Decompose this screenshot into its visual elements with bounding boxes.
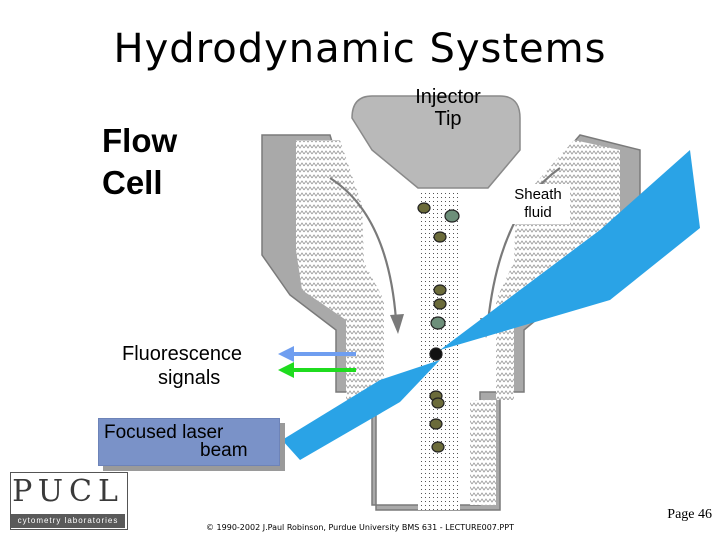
sheath-label-line2: fluid: [524, 204, 552, 221]
laser-beam-lower: [282, 360, 440, 460]
injector-label-line1: Injector: [415, 86, 481, 108]
injector-tip: [351, 95, 521, 189]
flow-cell-label-line1: Flow: [102, 122, 178, 159]
sheath-flow-arrow-right: [486, 167, 561, 323]
sheath-label-line1: Sheath: [514, 186, 562, 203]
pucl-logo-subtitle: cytometry laboratories: [11, 514, 125, 528]
laser-beam-upper: [440, 150, 700, 350]
laser-label-line2: beam: [200, 440, 248, 461]
injector-label-line2: Tip: [434, 108, 462, 130]
page-title: Hydrodynamic Systems: [113, 26, 607, 72]
fluorescence-label-line1: Fluorescence: [122, 343, 243, 365]
fluorescence-signals-label: Fluorescence signals: [122, 342, 242, 390]
injector-tip-label: Injector Tip: [404, 86, 492, 130]
laser-label-line1: Focused laser: [104, 422, 224, 443]
pucl-logo-letters: PUCL: [12, 474, 124, 509]
focused-laser-label: Focused laser beam: [104, 422, 272, 461]
flow-cell-label: Flow Cell: [102, 120, 177, 204]
sheath-flow-arrow-left: [329, 177, 398, 321]
sheath-fluid-channel: [296, 140, 620, 505]
page-number: Page 46: [667, 507, 712, 522]
sheath-fluid-label: Sheath fluid: [506, 184, 570, 224]
fluorescence-label-line2: signals: [158, 367, 221, 389]
flow-cell-label-line2: Cell: [102, 164, 163, 201]
copyright-footer: © 1990-2002 J.Paul Robinson, Purdue Univ…: [206, 523, 514, 532]
laser-label-box: [98, 418, 280, 466]
cells-in-stream: [417, 202, 460, 453]
